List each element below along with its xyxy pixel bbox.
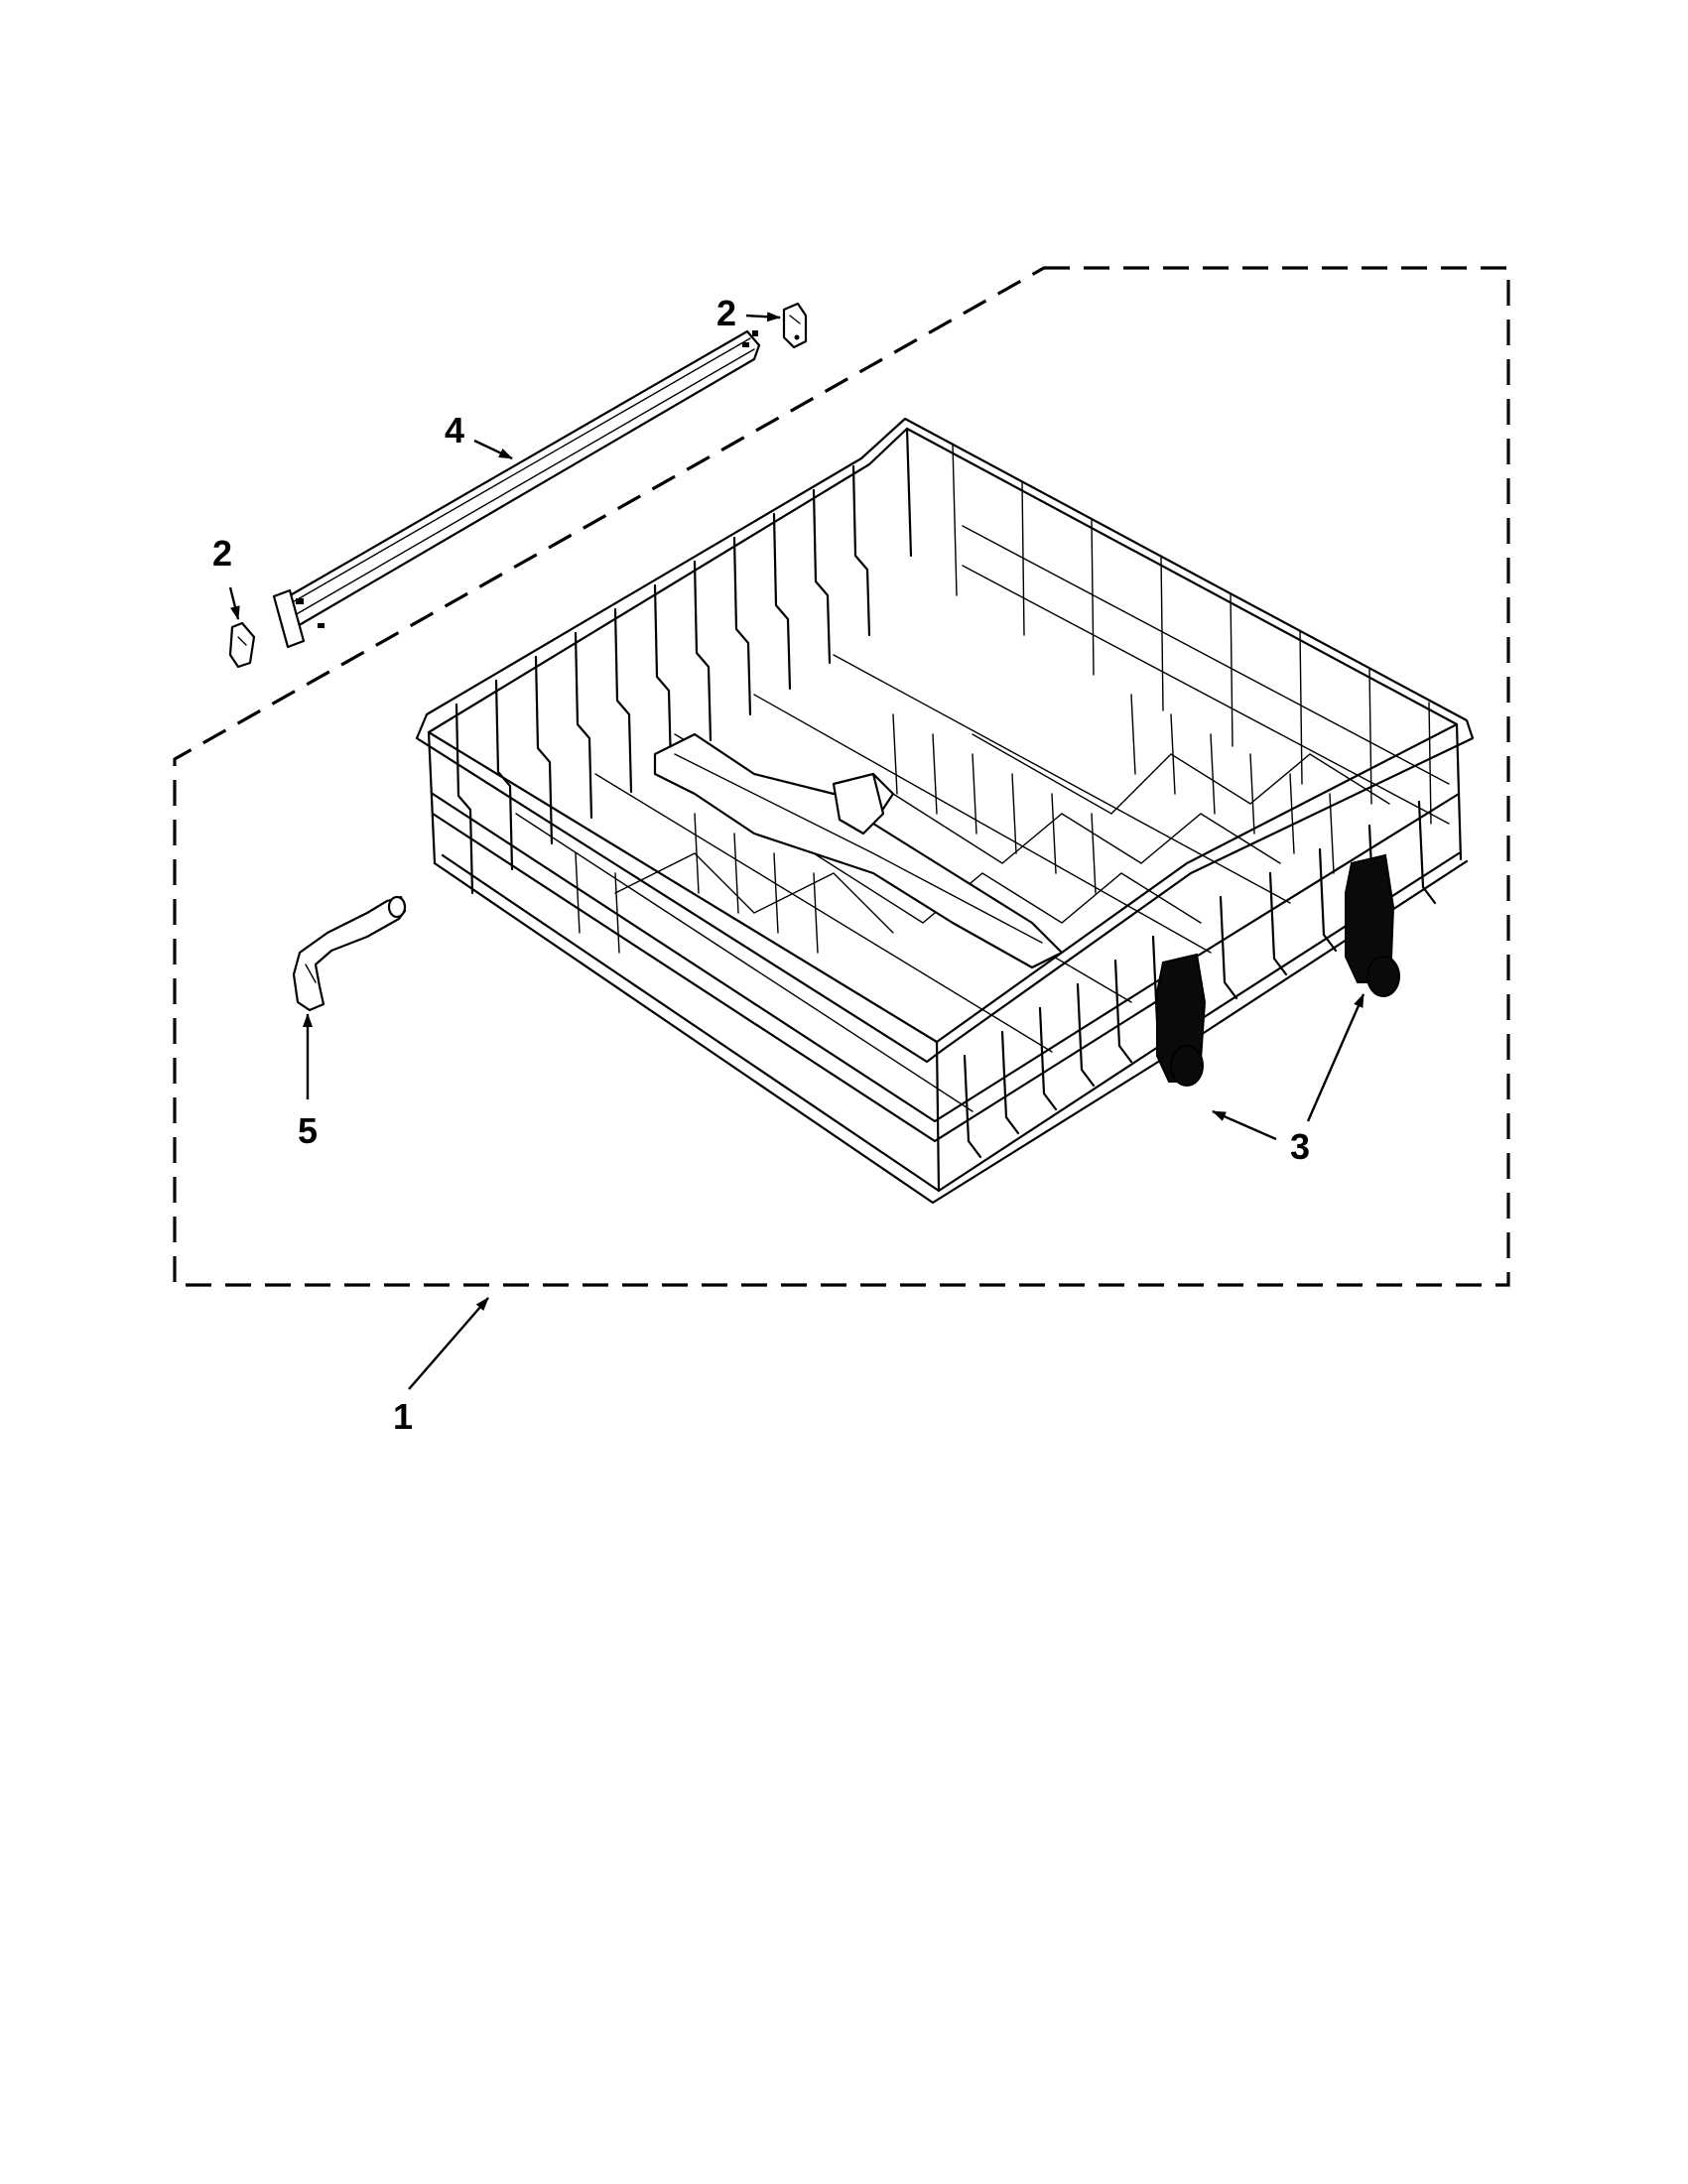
wheel-assembly-part-3-right — [1345, 853, 1400, 997]
end-cap-part-2-top — [782, 302, 808, 349]
dish-rack — [415, 417, 1475, 1205]
callout-4: 4 — [445, 410, 464, 450]
callout-2-left: 2 — [212, 533, 232, 574]
wheel-assembly-part-3-left — [1156, 953, 1207, 1087]
leader-line-2-left — [228, 586, 240, 620]
callout-2-top: 2 — [716, 293, 736, 333]
leader-line-3-a — [1212, 1109, 1277, 1141]
leader-line-3-b — [1306, 993, 1365, 1122]
leader-line-1 — [408, 1297, 489, 1390]
end-cap-part-2-left — [228, 621, 256, 669]
clip-part-5 — [292, 895, 407, 1012]
callout-5: 5 — [298, 1110, 318, 1151]
callout-1: 1 — [393, 1396, 413, 1437]
callout-3: 3 — [1290, 1126, 1310, 1167]
assembly-dashed-outline — [173, 266, 1510, 1287]
rail-part-4 — [272, 329, 761, 649]
leader-line-2-top — [745, 312, 781, 322]
leader-line-4 — [473, 439, 513, 460]
